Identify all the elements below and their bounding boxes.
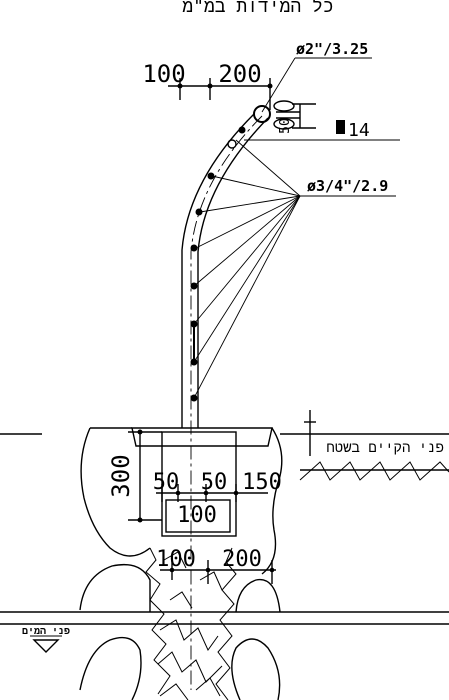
dim-footing-b: 50 <box>201 470 228 495</box>
water-level: פני המים <box>0 611 449 653</box>
plate-label: 14 <box>244 120 400 141</box>
svg-text:ø2"/3.25: ø2"/3.25 <box>296 40 368 58</box>
svg-text:ø3/4"/2.9: ø3/4"/2.9 <box>307 177 388 195</box>
svg-text:פני הקיים בשטח: פני הקיים בשטח <box>326 440 444 456</box>
braces-label: ø3/4"/2.9 <box>193 139 396 399</box>
dim-lower-right: 200 <box>222 547 262 572</box>
stone-fill <box>145 547 237 700</box>
top-dimension: 100 200 <box>142 60 273 110</box>
dim-ring-gap: 50 <box>278 118 293 134</box>
curved-post <box>181 113 269 690</box>
dim-footing-width: 100 <box>177 503 217 528</box>
ground-level: פני הקיים בשטח <box>0 410 449 481</box>
lower-rocks <box>79 563 281 700</box>
svg-text:פני המים: פני המים <box>22 626 70 637</box>
svg-text:14: 14 <box>348 120 370 141</box>
dim-top-left: 100 <box>142 60 185 88</box>
top-fitting: 50 <box>253 100 316 134</box>
dim-top-right: 200 <box>218 60 261 88</box>
lower-dimension: 100 200 <box>156 547 276 584</box>
dim-footing-height: 300 <box>107 454 135 497</box>
dim-footing-c: 150 <box>242 470 282 495</box>
footing <box>80 427 283 575</box>
title-text: כל המידות במ"מ <box>182 0 333 17</box>
pipe-top-label: ø2"/3.25 <box>261 40 372 113</box>
footing-dimensions: 300 50 50 150 100 <box>107 429 282 528</box>
bolt-markers <box>190 126 246 402</box>
dim-lower-left: 100 <box>156 547 196 572</box>
dim-footing-a: 50 <box>153 470 180 495</box>
